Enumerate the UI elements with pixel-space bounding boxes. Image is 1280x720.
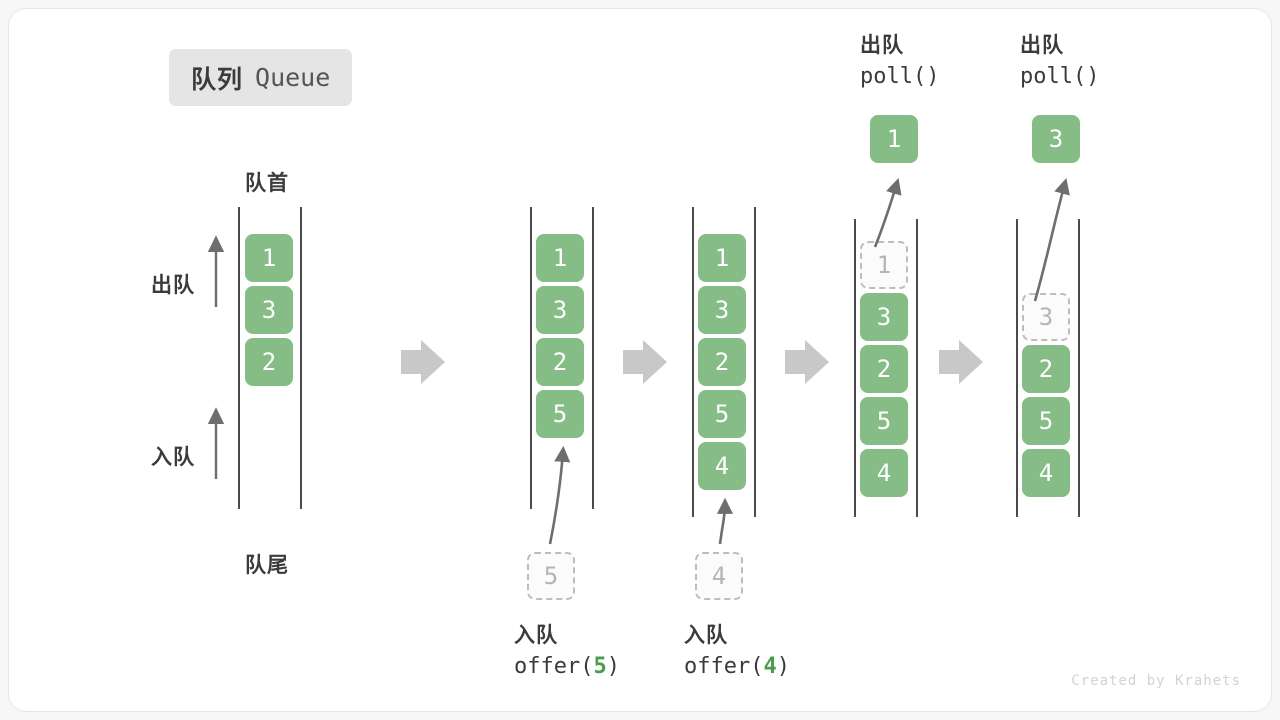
poll2-extract-arrow bbox=[1033, 177, 1070, 302]
col-after-offer5-rail-left bbox=[530, 207, 532, 509]
cell: 4 bbox=[698, 442, 746, 490]
watermark: Created by Krahets bbox=[1071, 673, 1241, 689]
cell: 1 bbox=[245, 234, 293, 282]
operation-cn: 入队 bbox=[514, 624, 558, 647]
cell: 5 bbox=[536, 390, 584, 438]
operation-label-poll2: 出队 poll() bbox=[1020, 31, 1099, 93]
operation-code: poll() bbox=[1020, 64, 1100, 90]
cell: 3 bbox=[860, 293, 908, 341]
incoming-ghost-cell: 4 bbox=[695, 552, 743, 600]
outgoing-cell: 3 bbox=[1032, 115, 1080, 163]
operation-label-offer4: 入队 offer(4) bbox=[684, 621, 790, 683]
cell-ghost: 1 bbox=[860, 241, 908, 289]
col-after-offer4-rail-left bbox=[692, 207, 694, 517]
arrow-overlay bbox=[207, 177, 1070, 545]
offer5-insert-arrow bbox=[548, 445, 571, 545]
outgoing-cell: 1 bbox=[870, 115, 918, 163]
diagram-canvas: 队列 Queue 队首 队尾 出队 入队 1 3 2 1 3 2 5 5 入队 … bbox=[8, 8, 1272, 712]
col-after-offer4-rail-right bbox=[754, 207, 756, 517]
col-after-offer5-rail-right bbox=[592, 207, 594, 509]
operation-code: poll() bbox=[860, 64, 940, 90]
cell: 2 bbox=[245, 338, 293, 386]
col-after-poll2-rail-left bbox=[1016, 219, 1018, 517]
cell: 3 bbox=[698, 286, 746, 334]
operation-label-offer5: 入队 offer(5) bbox=[514, 621, 620, 683]
operation-code: offer(4) bbox=[684, 654, 790, 680]
step-arrow-4 bbox=[939, 340, 983, 384]
dequeue-direction-label: 出队 bbox=[151, 274, 195, 297]
title-cn: 队列 bbox=[191, 65, 244, 94]
offer4-insert-arrow bbox=[716, 497, 734, 545]
title-badge: 队列 Queue bbox=[169, 49, 353, 106]
cell: 4 bbox=[860, 449, 908, 497]
cell-ghost: 3 bbox=[1022, 293, 1070, 341]
col-after-poll1-rail-right bbox=[916, 219, 918, 517]
operation-cn: 出队 bbox=[860, 34, 904, 57]
cell: 2 bbox=[698, 338, 746, 386]
step-arrow-2 bbox=[623, 340, 667, 384]
step-arrow-3 bbox=[785, 340, 829, 384]
cell: 5 bbox=[1022, 397, 1070, 445]
cell: 1 bbox=[536, 234, 584, 282]
enqueue-direction-label: 入队 bbox=[151, 446, 195, 469]
title-en: Queue bbox=[255, 63, 331, 92]
col-initial-rail-right bbox=[300, 207, 302, 509]
queue-tail-label: 队尾 bbox=[245, 554, 289, 577]
cell: 3 bbox=[536, 286, 584, 334]
step-arrow-1 bbox=[401, 340, 445, 384]
col-initial-rail-left bbox=[238, 207, 240, 509]
cell: 5 bbox=[860, 397, 908, 445]
cell: 2 bbox=[536, 338, 584, 386]
incoming-ghost-cell: 5 bbox=[527, 552, 575, 600]
operation-label-poll1: 出队 poll() bbox=[860, 31, 939, 93]
operation-code: offer(5) bbox=[514, 654, 620, 680]
cell: 2 bbox=[860, 345, 908, 393]
cell: 2 bbox=[1022, 345, 1070, 393]
queue-head-label: 队首 bbox=[245, 172, 289, 195]
operation-cn: 入队 bbox=[684, 624, 728, 647]
poll1-extract-arrow bbox=[873, 178, 902, 248]
cell: 4 bbox=[1022, 449, 1070, 497]
cell: 5 bbox=[698, 390, 746, 438]
cell: 3 bbox=[245, 286, 293, 334]
col-after-poll1-rail-left bbox=[854, 219, 856, 517]
cell: 1 bbox=[698, 234, 746, 282]
col-after-poll2-rail-right bbox=[1078, 219, 1080, 517]
operation-cn: 出队 bbox=[1020, 34, 1064, 57]
